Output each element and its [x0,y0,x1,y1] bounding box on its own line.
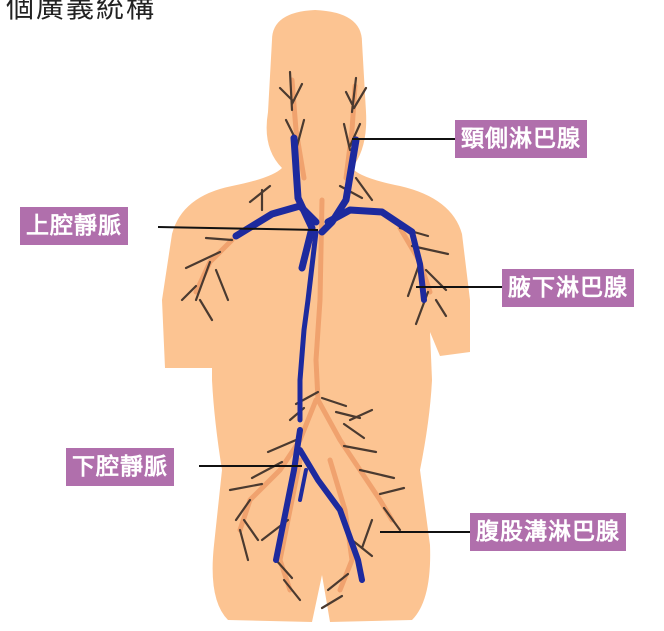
label-cervical-lymph-nodes: 頸側淋巴腺 [455,120,587,158]
body-silhouette [162,10,470,622]
label-superior-vena-cava: 上腔靜脈 [20,207,128,245]
label-inferior-vena-cava: 下腔靜脈 [66,448,174,486]
label-axillary-lymph-nodes: 腋下淋巴腺 [502,269,634,307]
label-inguinal-lymph-nodes: 腹股溝淋巴腺 [470,513,626,551]
